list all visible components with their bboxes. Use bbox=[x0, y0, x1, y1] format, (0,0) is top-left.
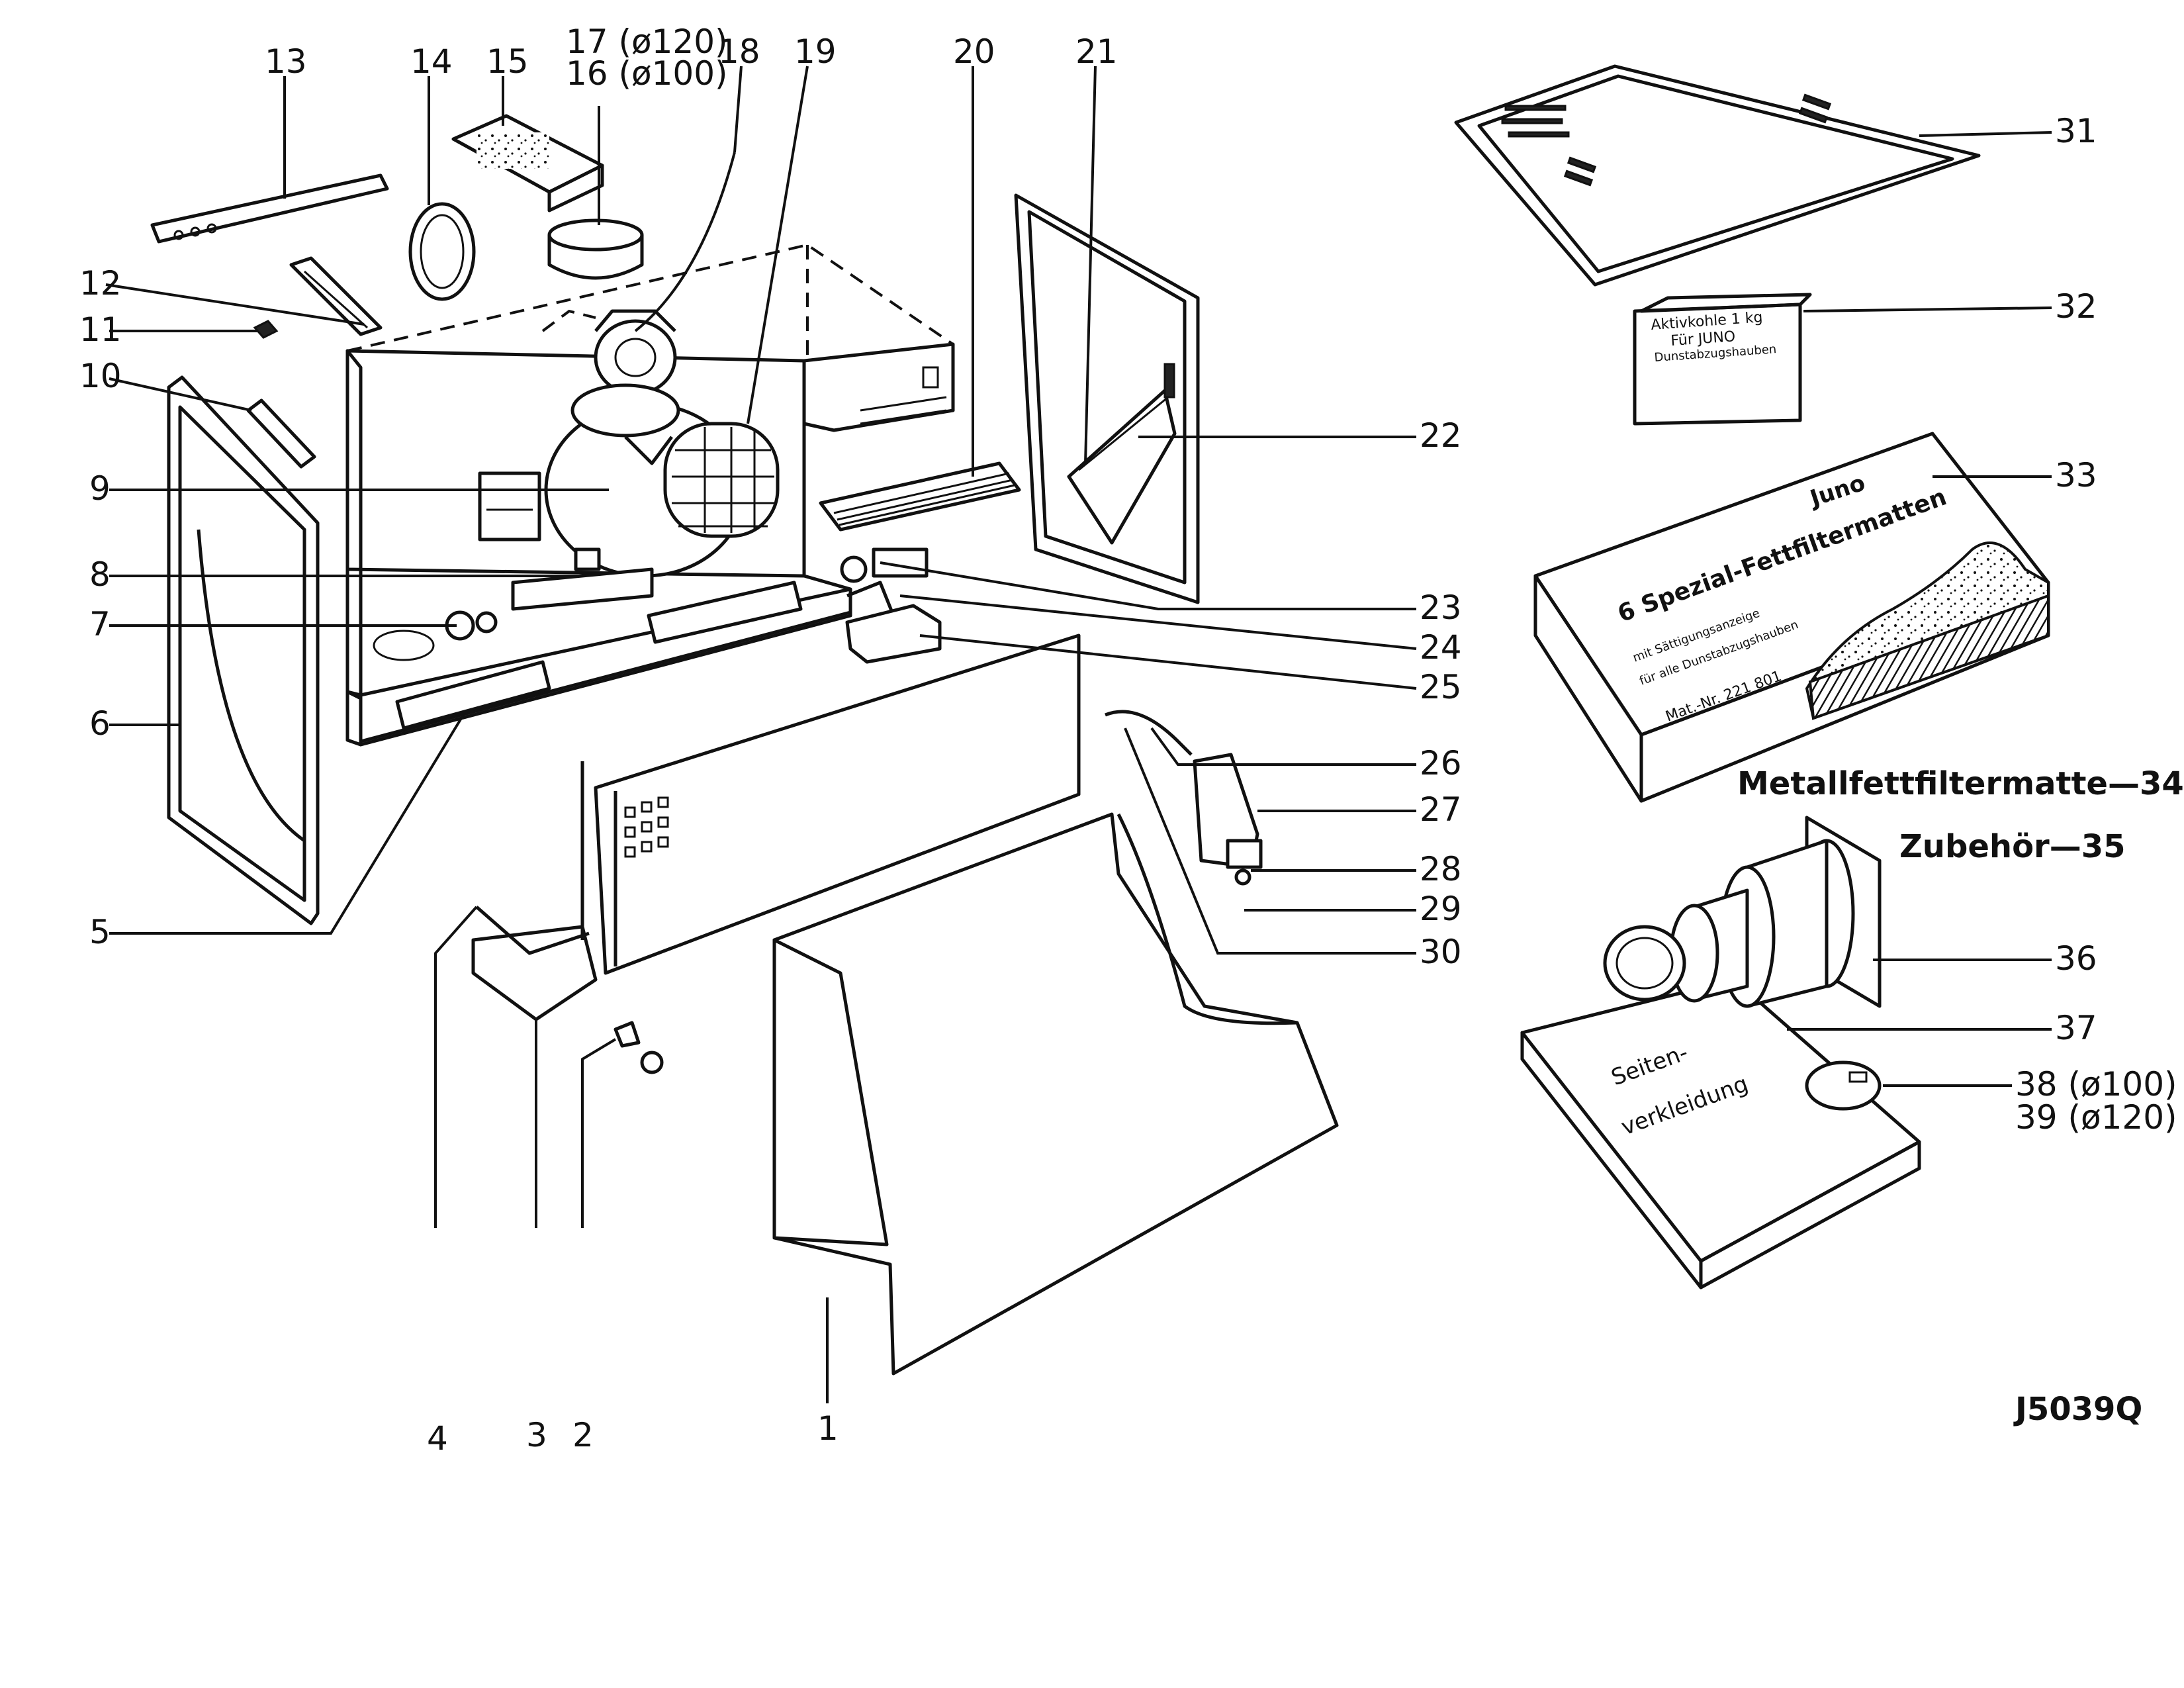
callout-14: 14 bbox=[410, 42, 453, 81]
callout-2: 2 bbox=[572, 1416, 594, 1454]
callout-13: 13 bbox=[265, 42, 307, 81]
callout-32: 32 bbox=[2055, 287, 2097, 326]
front-panel-vents bbox=[624, 796, 669, 858]
callout-37: 37 bbox=[2055, 1009, 2097, 1047]
callout-6: 6 bbox=[89, 704, 111, 743]
callout-39: 39 (ø120) bbox=[2015, 1098, 2177, 1137]
callout-25: 25 bbox=[1420, 668, 1462, 706]
callout-21: 21 bbox=[1075, 32, 1118, 71]
activated-carbon-box: Aktivkohle 1 kg Für JUNO Dunstabzugshaub… bbox=[1633, 293, 1812, 426]
callout-19: 19 bbox=[794, 32, 837, 71]
callout-36: 36 bbox=[2055, 939, 2097, 978]
callout-4: 4 bbox=[427, 1419, 448, 1458]
side-cladding-box: Seiten- verkleidung bbox=[1520, 978, 1921, 1289]
callout-15: 15 bbox=[486, 42, 529, 81]
cover-tray bbox=[1454, 64, 1981, 287]
callout-29: 29 bbox=[1420, 890, 1462, 928]
callout-9: 9 bbox=[89, 469, 111, 508]
grease-filter-box: Juno 6 Spezial-Fettfiltermatten mit Sätt… bbox=[1533, 432, 2050, 803]
callout-8: 8 bbox=[89, 555, 111, 594]
callout-10: 10 bbox=[79, 357, 122, 395]
filter-door bbox=[1014, 193, 1200, 604]
callout-12: 12 bbox=[79, 264, 122, 303]
callout-labels: 1 2 3 4 5 6 7 8 9 10 11 12 13 14 15 16 (… bbox=[79, 23, 2184, 1458]
drawing-code: J5039Q bbox=[2013, 1391, 2142, 1428]
callout-3: 3 bbox=[526, 1416, 547, 1454]
callout-20: 20 bbox=[953, 32, 995, 71]
callout-34: Metallfettfiltermatte—34 bbox=[1737, 765, 2184, 802]
callout-18: 18 bbox=[718, 32, 760, 71]
duct-parts bbox=[408, 114, 644, 301]
callout-5: 5 bbox=[89, 913, 111, 951]
callout-7: 7 bbox=[89, 605, 111, 643]
grease-filter-grid bbox=[819, 461, 1021, 532]
internal-parts bbox=[373, 471, 942, 730]
side-panel bbox=[772, 812, 1339, 1376]
callout-24: 24 bbox=[1420, 628, 1462, 667]
callout-1: 1 bbox=[817, 1409, 839, 1448]
callout-35: Zubehör—35 bbox=[1899, 828, 2126, 865]
callout-28: 28 bbox=[1420, 850, 1462, 888]
front-panel bbox=[471, 633, 1081, 1074]
callout-27: 27 bbox=[1420, 790, 1462, 829]
blower-assembly bbox=[541, 309, 780, 578]
callout-38: 38 (ø100) bbox=[2015, 1065, 2177, 1103]
callout-30: 30 bbox=[1420, 933, 1462, 971]
callout-22: 22 bbox=[1420, 416, 1462, 455]
callout-16: 16 (ø100) bbox=[566, 54, 728, 93]
leader-lines bbox=[105, 66, 2052, 1403]
callout-23: 23 bbox=[1420, 588, 1462, 627]
wall-adapter-tube bbox=[1603, 816, 1882, 1008]
small-parts-top-left bbox=[150, 173, 389, 469]
callout-31: 31 bbox=[2055, 112, 2097, 150]
callout-33: 33 bbox=[2055, 456, 2097, 494]
cable-and-transformer bbox=[1105, 710, 1263, 886]
callout-11: 11 bbox=[79, 310, 122, 349]
callout-17: 17 (ø120) bbox=[566, 23, 728, 61]
callout-26: 26 bbox=[1420, 744, 1462, 782]
